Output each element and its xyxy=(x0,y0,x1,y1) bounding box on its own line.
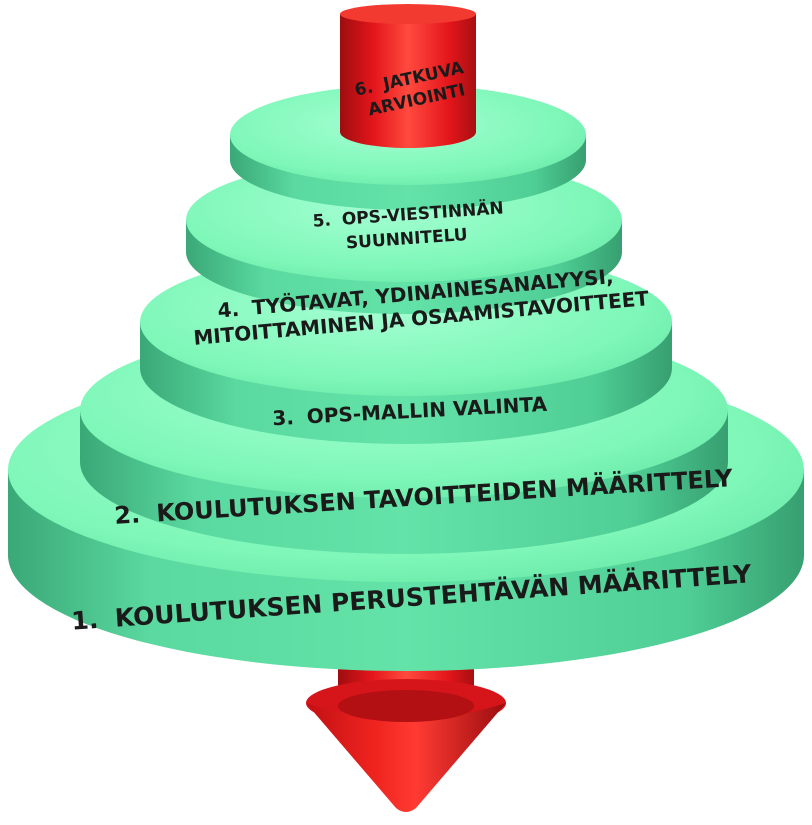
top-cylinder xyxy=(340,4,476,148)
level-3-number: 3. xyxy=(272,405,295,430)
level-1-number: 1. xyxy=(70,605,99,636)
level-6-number: 6. xyxy=(353,77,375,100)
arrow-shaft-bottom xyxy=(338,690,474,722)
level-2-number: 2. xyxy=(113,500,140,530)
top-cylinder-cap xyxy=(340,4,476,24)
top-cylinder-body xyxy=(340,14,476,148)
level-5-number: 5. xyxy=(312,211,332,232)
level-4-number: 4. xyxy=(217,297,241,323)
arrow-head-cone xyxy=(306,703,506,812)
